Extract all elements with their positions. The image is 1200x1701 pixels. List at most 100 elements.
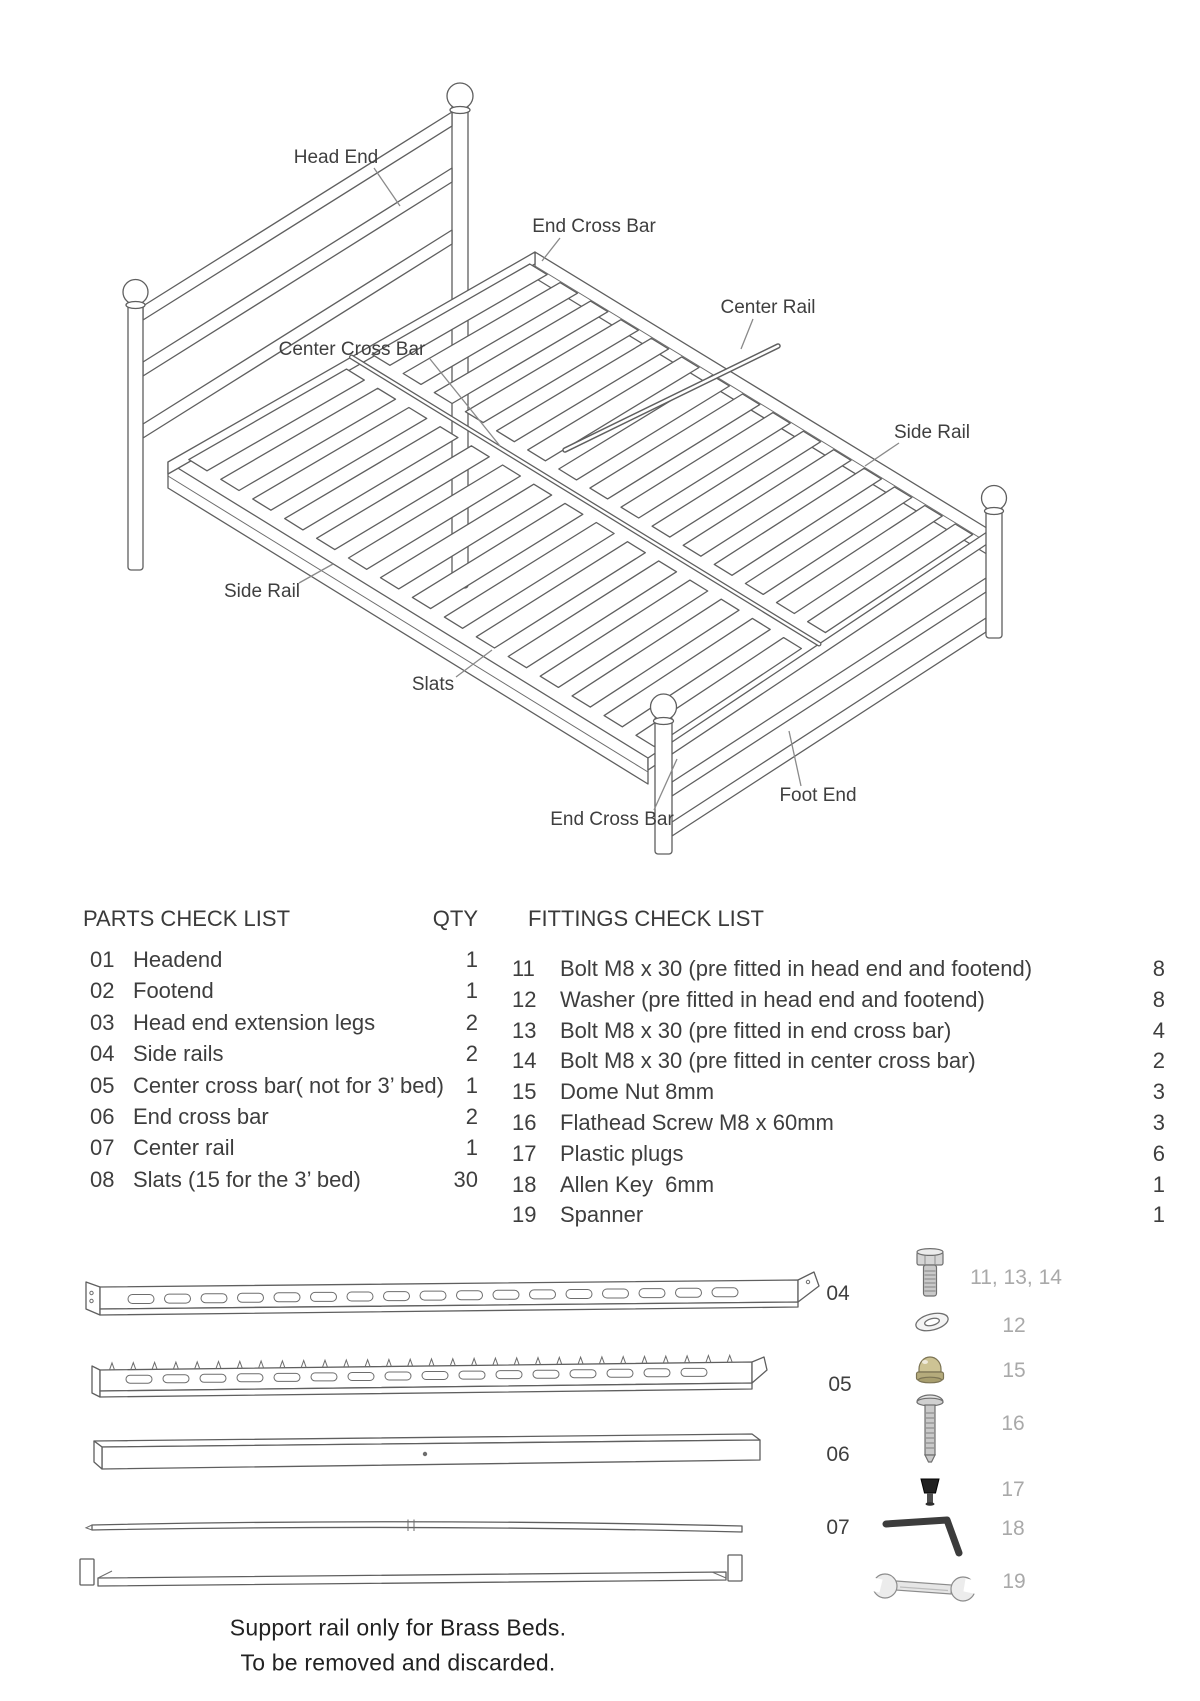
end-cross-bar-drawing [93, 1433, 761, 1470]
fitting-spanner-label: 19 [1002, 1570, 1026, 1593]
slats-lineart [188, 263, 974, 748]
fitting-dome-nut-label: 15 [1002, 1359, 1026, 1382]
fitting-name: Bolt M8 x 30 (pre fitted in center cross… [560, 1048, 976, 1073]
fitting-bolt-label: 11, 13, 14 [970, 1266, 1062, 1289]
fitting-name: Allen Key 6mm [560, 1172, 715, 1197]
parts-row: 07 Center rail 1 [90, 1134, 478, 1162]
fitting-number: 16 [512, 1110, 537, 1135]
side-rail-left-label: Side Rail [223, 581, 301, 602]
fitting-name: Bolt M8 x 30 (pre fitted in end cross ba… [560, 1018, 952, 1043]
part-name: Center rail [133, 1135, 235, 1160]
fitting-qty: 8 [1152, 956, 1165, 981]
fitting-number: 11 [512, 956, 535, 981]
part-name: Slats (15 for the 3’ bed) [133, 1167, 361, 1192]
label-leader-lines [298, 167, 900, 811]
support-rail-drawing [79, 1554, 743, 1587]
part-number: 03 [90, 1010, 115, 1035]
dome-nut-icon [915, 1356, 945, 1384]
parts-row: 03 Head end extension legs 2 [90, 1009, 478, 1037]
bolt-icon [916, 1247, 944, 1297]
side-rail-right-label: Side Rail [893, 422, 971, 443]
part-number: 08 [90, 1167, 115, 1192]
fitting-name: Bolt M8 x 30 (pre fitted in head end and… [560, 956, 1033, 981]
fitting-name: Spanner [560, 1202, 644, 1227]
fitting-number: 17 [512, 1141, 537, 1166]
part-05-label: 05 [828, 1373, 852, 1396]
fittings-row: 12 Washer (pre fitted in head end and foo… [512, 986, 1165, 1014]
part-name: Head end extension legs [133, 1010, 376, 1035]
fitting-name: Washer (pre fitted in head end and foote… [560, 987, 985, 1012]
fitting-allen-key-label: 18 [1001, 1517, 1025, 1540]
center-cross-bar-label: Center Cross Bar [278, 339, 426, 360]
parts-gallery-drawings [79, 1247, 987, 1602]
support-rail-note-line1: Support rail only for Brass Beds. [229, 1614, 567, 1641]
flathead-screw-icon [916, 1394, 944, 1463]
part-qty: 2 [465, 1104, 478, 1129]
part-qty: 1 [465, 1073, 478, 1098]
fitting-number: 19 [512, 1202, 537, 1227]
fitting-qty: 4 [1152, 1018, 1165, 1043]
fittings-row: 19 Spanner 1 [512, 1201, 1165, 1229]
parts-row: 06 End cross bar 2 [90, 1103, 478, 1131]
part-07-label: 07 [826, 1516, 850, 1539]
part-number: 06 [90, 1104, 115, 1129]
foot-end-label: Foot End [779, 785, 857, 806]
allen-key-icon [882, 1516, 963, 1557]
part-qty: 1 [465, 978, 478, 1003]
end-cross-bar-top-label: End Cross Bar [532, 216, 656, 237]
slat-platform-drawing [167, 251, 991, 785]
support-rail-note-line2: To be removed and discarded. [240, 1649, 556, 1676]
plastic-plug-icon [920, 1478, 940, 1506]
center-rail-label: Center Rail [720, 297, 816, 318]
fitting-qty: 2 [1152, 1048, 1165, 1073]
part-number: 07 [90, 1135, 115, 1160]
part-qty: 2 [465, 1041, 478, 1066]
center-rail-drawing [84, 1519, 743, 1533]
part-name: End cross bar [133, 1104, 269, 1129]
fitting-number: 13 [512, 1018, 537, 1043]
fittings-row: 18 Allen Key 6mm 1 [512, 1171, 1165, 1199]
fitting-number: 12 [512, 987, 537, 1012]
fittings-list-title: FITTINGS CHECK LIST [528, 906, 764, 931]
fittings-row: 13 Bolt M8 x 30 (pre fitted in end cross … [512, 1017, 1165, 1045]
parts-row: 04 Side rails 2 [90, 1040, 478, 1068]
part-name: Center cross bar( not for 3’ bed) [133, 1073, 444, 1098]
bed-frame-diagram [122, 82, 1008, 855]
side-rail-slots [127, 1287, 739, 1304]
parts-list-title: PARTS CHECK LIST [83, 906, 291, 931]
part-qty: 1 [465, 947, 478, 972]
part-name: Headend [133, 947, 223, 972]
fitting-number: 15 [512, 1079, 537, 1104]
headboard-drawing [122, 82, 474, 589]
part-06-label: 06 [826, 1443, 850, 1466]
part-name: Footend [133, 978, 214, 1003]
fitting-screw-label: 16 [1001, 1412, 1025, 1435]
part-name: Side rails [133, 1041, 224, 1066]
part-qty: 1 [465, 1135, 478, 1160]
fittings-row: 11 Bolt M8 x 30 (pre fitted in head end a… [512, 955, 1165, 983]
fitting-qty: 1 [1152, 1202, 1165, 1227]
part-qty: 2 [465, 1010, 478, 1035]
fitting-qty: 6 [1152, 1141, 1165, 1166]
fittings-row: 17 Plastic plugs 6 [512, 1140, 1165, 1168]
parts-qty-header: QTY [432, 906, 478, 931]
fitting-plug-label: 17 [1001, 1478, 1025, 1501]
center-cross-bar-pins [109, 1353, 733, 1371]
part-04-label: 04 [826, 1282, 850, 1305]
fitting-washer-label: 12 [1002, 1314, 1026, 1337]
part-number: 04 [90, 1041, 115, 1066]
fitting-number: 18 [512, 1172, 537, 1197]
fitting-name: Dome Nut 8mm [560, 1079, 715, 1104]
slats-label: Slats [411, 674, 455, 695]
end-cross-bar-bottom-label: End Cross Bar [550, 809, 674, 830]
washer-icon [915, 1312, 949, 1332]
fitting-qty: 1 [1152, 1172, 1165, 1197]
fitting-name: Plastic plugs [560, 1141, 684, 1166]
